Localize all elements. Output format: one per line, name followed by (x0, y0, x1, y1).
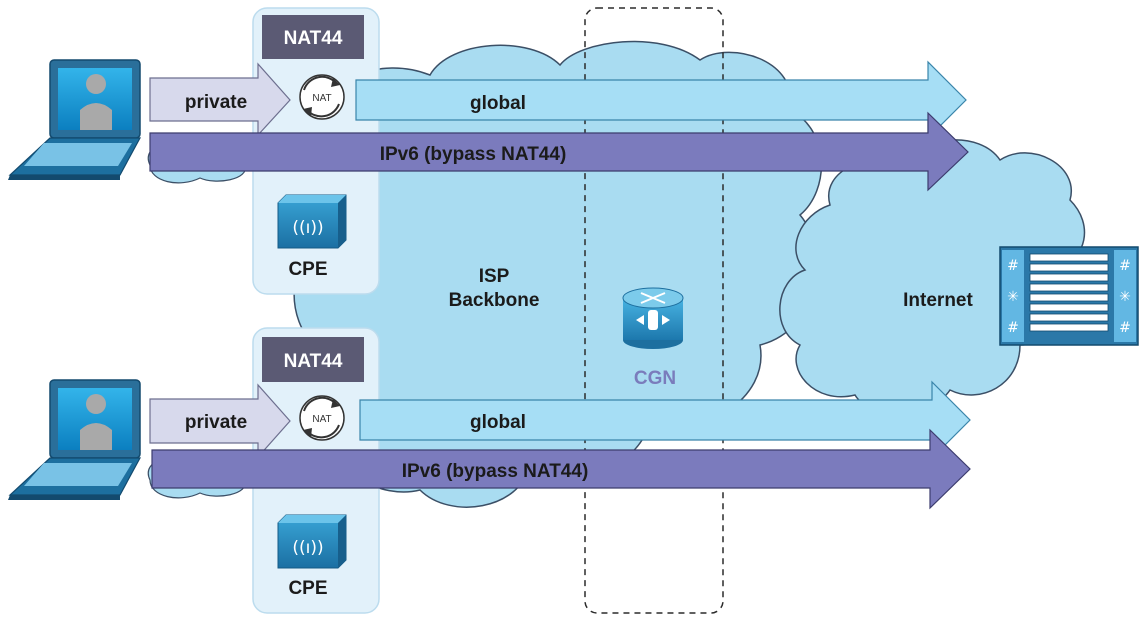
nat-icon: NAT (299, 395, 345, 441)
ipv6-label-top: IPv6 (bypass NAT44) (380, 144, 567, 165)
arrow-ipv6-bottom (151, 428, 971, 510)
svg-text:#: # (1119, 258, 1131, 274)
svg-text:✳: ✳ (1007, 289, 1019, 305)
cgn-boundary (584, 7, 724, 614)
ipv6-label-bottom: IPv6 (bypass NAT44) (402, 461, 589, 482)
server-rack-icon: # ✳ # # ✳ # (999, 246, 1139, 346)
private-label-bottom: private (185, 412, 247, 433)
arrow-global-bottom (359, 380, 971, 460)
cpe-router-icon: ((ı)) (277, 514, 347, 569)
svg-text:((ı)): ((ı)) (292, 538, 323, 558)
svg-text:#: # (1119, 320, 1131, 336)
laptop-icon (8, 59, 142, 180)
nat44-label-bottom: NAT44 (284, 351, 343, 372)
cgn-label: CGN (634, 368, 676, 389)
nat-icon: NAT (299, 74, 345, 120)
arrow-ipv6-top (149, 111, 969, 192)
global-label-top: global (470, 93, 526, 114)
nat44-label-top: NAT44 (284, 28, 343, 49)
svg-text:((ı)): ((ı)) (292, 218, 323, 238)
nat-icon-text: NAT (312, 93, 331, 104)
cpe-label-bottom: CPE (288, 578, 327, 599)
svg-text:#: # (1007, 258, 1019, 274)
cpe-label-top: CPE (288, 259, 327, 280)
cpe-router-icon: ((ı)) (277, 194, 347, 249)
nat44-badge-bottom (262, 337, 364, 382)
arrow-private-bottom (149, 383, 291, 459)
cgn-router-icon (622, 287, 684, 349)
internet-label: Internet (903, 290, 973, 311)
global-label-bottom: global (470, 412, 526, 433)
laptop-icon (8, 379, 142, 500)
svg-text:#: # (1007, 320, 1019, 336)
private-label-top: private (185, 92, 247, 113)
nat-icon-text: NAT (312, 414, 331, 425)
isp-label-line1: ISP (479, 266, 510, 287)
nat44-badge-top (262, 15, 364, 59)
arrow-global-top (355, 60, 967, 140)
isp-label-line2: Backbone (449, 290, 540, 311)
arrow-private-top (149, 62, 291, 137)
svg-text:✳: ✳ (1119, 289, 1131, 305)
